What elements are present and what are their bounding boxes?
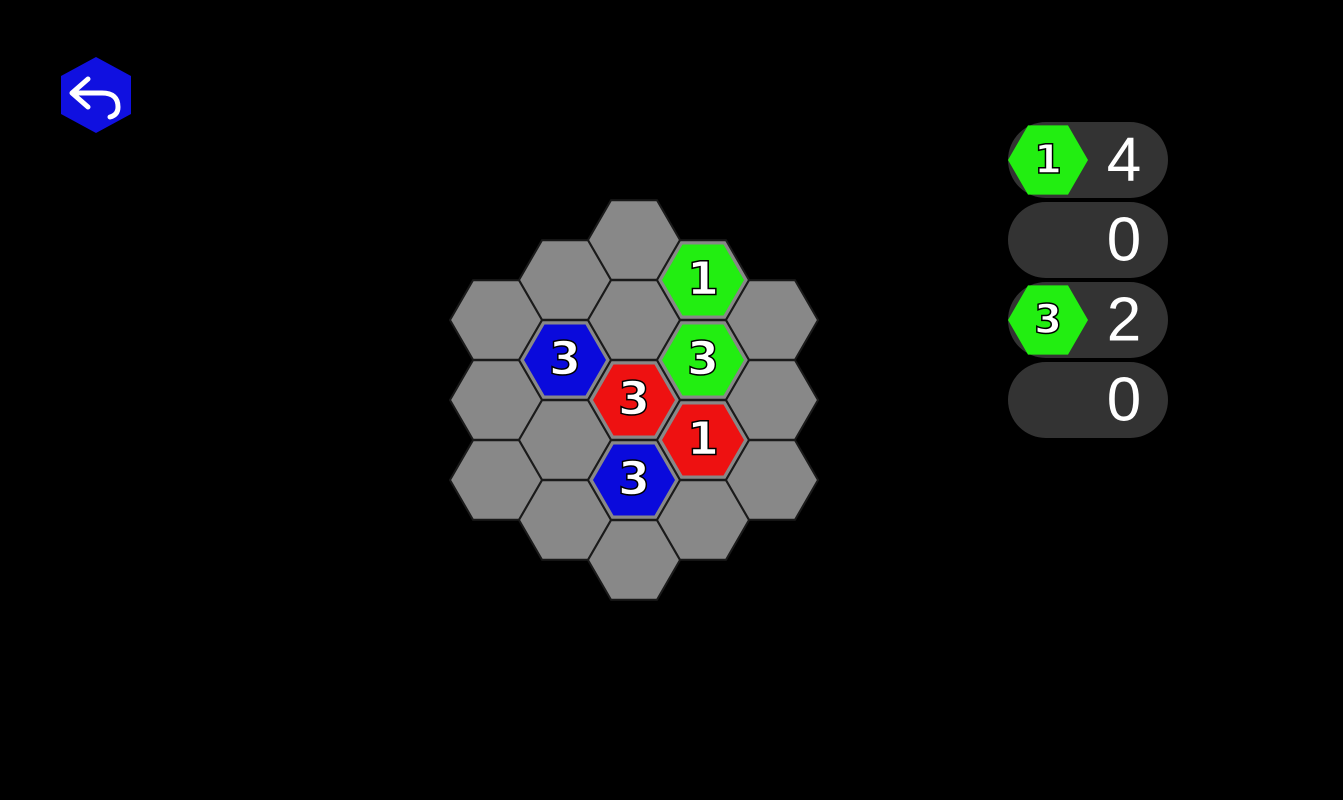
tile-red[interactable]: 1 bbox=[655, 399, 751, 481]
tile-hex[interactable] bbox=[662, 244, 744, 316]
tile-hex[interactable] bbox=[593, 364, 675, 436]
tile-hex[interactable] bbox=[593, 444, 675, 516]
score-badge-hex bbox=[1008, 285, 1088, 355]
tile-number: 1 bbox=[687, 252, 719, 306]
score-pill bbox=[1008, 202, 1168, 278]
tile-number: 3 bbox=[618, 372, 650, 426]
tile-green[interactable]: 1 bbox=[655, 239, 751, 321]
score-value: 0 bbox=[1107, 365, 1141, 434]
tile-number: 1 bbox=[687, 412, 719, 466]
tile-blue[interactable]: 3 bbox=[517, 319, 613, 401]
score-badge-number: 3 bbox=[1034, 297, 1062, 343]
tile-hex[interactable] bbox=[662, 324, 744, 396]
cell-hex[interactable] bbox=[724, 439, 820, 521]
undo-arrow-icon[interactable] bbox=[69, 76, 121, 120]
score-value: 4 bbox=[1107, 125, 1141, 194]
score-value: 0 bbox=[1107, 205, 1141, 274]
tile-number: 3 bbox=[549, 332, 581, 386]
score-row: 0 bbox=[1008, 202, 1168, 278]
tile-number: 3 bbox=[687, 332, 719, 386]
score-badge-hex bbox=[1008, 125, 1088, 195]
score-pill bbox=[1008, 362, 1168, 438]
tile-number: 3 bbox=[618, 452, 650, 506]
score-row: 0 bbox=[1008, 362, 1168, 438]
tile-hex[interactable] bbox=[662, 404, 744, 476]
back-button[interactable] bbox=[58, 55, 134, 135]
tile-green[interactable]: 3 bbox=[655, 319, 751, 401]
tile-hex[interactable] bbox=[524, 324, 606, 396]
tile-blue[interactable]: 3 bbox=[586, 439, 682, 521]
score-value: 2 bbox=[1107, 285, 1141, 354]
empty-cell[interactable] bbox=[724, 439, 820, 521]
score-badge-number: 1 bbox=[1034, 137, 1062, 183]
